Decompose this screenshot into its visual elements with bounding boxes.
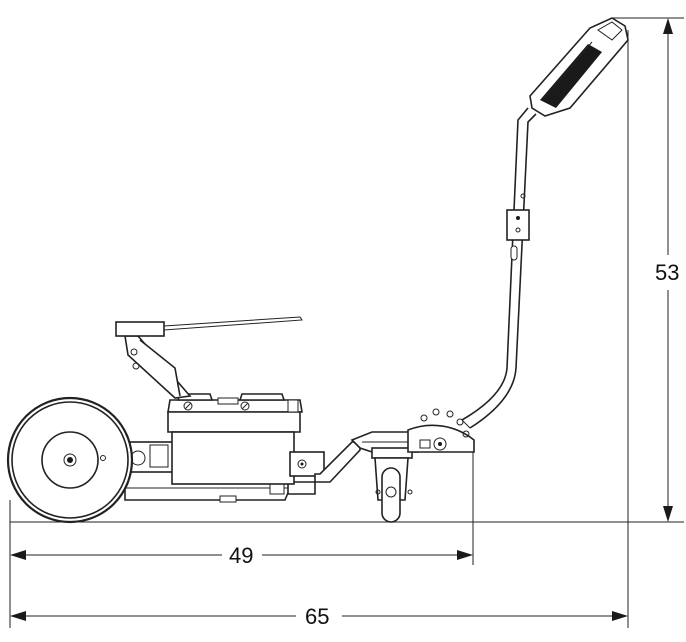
dimension-lines: 53 49 65 — [9, 17, 684, 629]
seat-assembly — [115, 316, 303, 399]
dimension-label-wheelbase: 49 — [229, 543, 253, 568]
machine-side-view — [6, 17, 629, 524]
dimension-overall-length — [10, 611, 628, 621]
battery-box — [167, 393, 303, 485]
steering-handle — [461, 107, 537, 429]
front-caster — [371, 447, 413, 523]
dimension-wheelbase — [10, 550, 473, 560]
dimension-height — [663, 18, 673, 522]
dimension-label-height: 53 — [655, 260, 679, 285]
rear-drive-wheel — [6, 396, 134, 524]
control-handle-grip — [529, 17, 629, 117]
steering-fan-plate — [407, 408, 475, 453]
dimension-label-overall-length: 65 — [305, 604, 329, 629]
tow-link-frame — [289, 431, 419, 483]
